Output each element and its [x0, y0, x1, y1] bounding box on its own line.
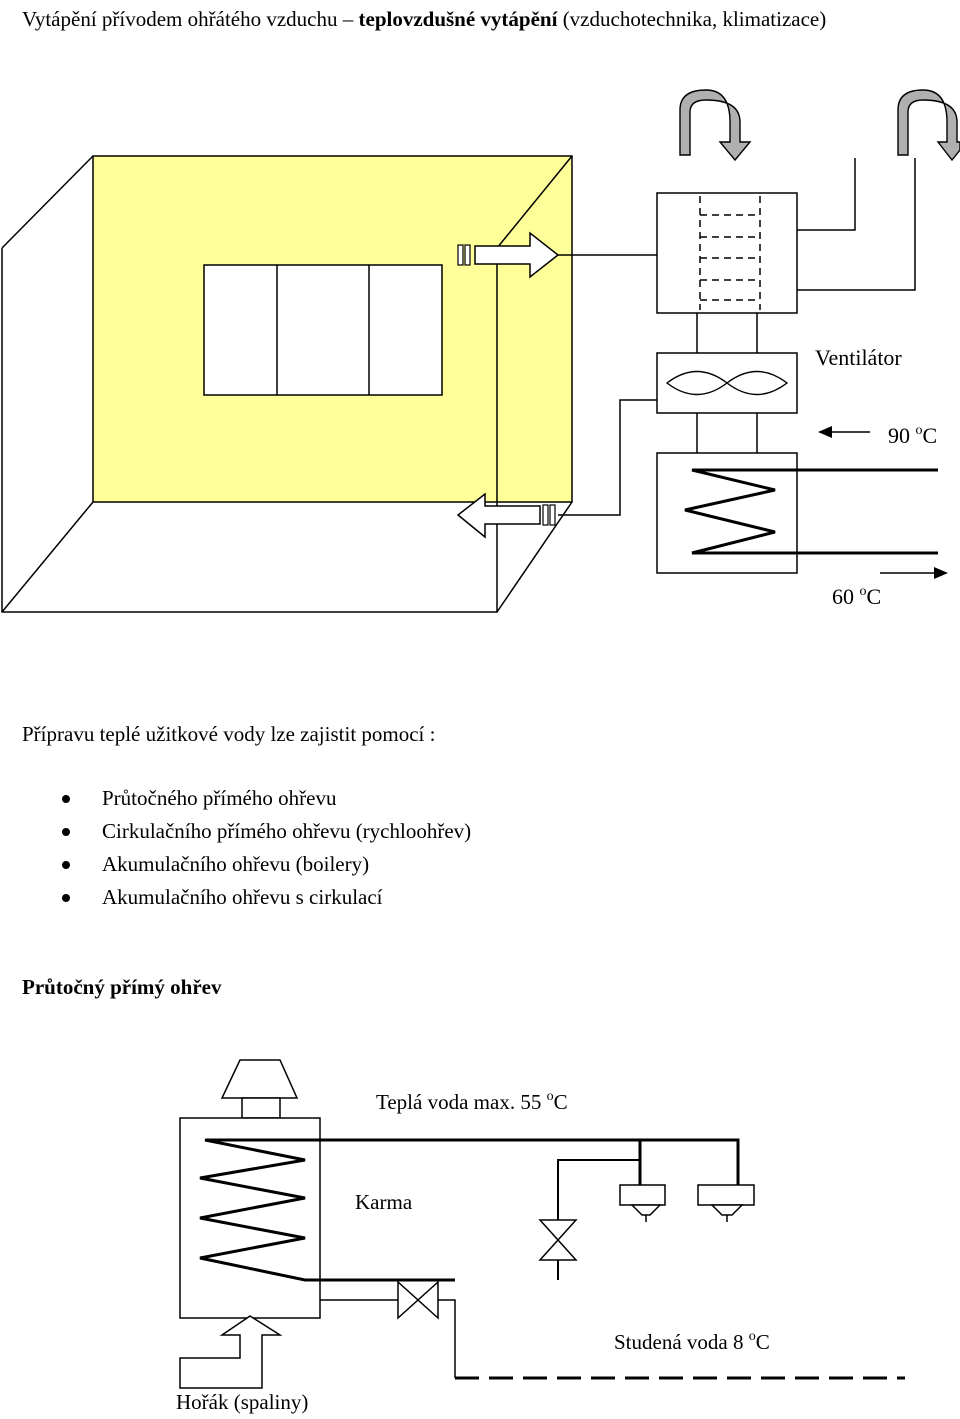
heating-coil: [684, 468, 938, 555]
list-item: Průtočného přímého ohřevu: [62, 782, 471, 815]
burner-arrow: [179, 1315, 283, 1389]
section-heading: Průtočný přímý ohřev: [22, 975, 222, 999]
hot-water-pipe: [305, 1138, 740, 1185]
karma-coil: [199, 1138, 738, 1282]
title-bold: teplovzdušné vytápění: [358, 7, 558, 31]
valve-vertical: [538, 1219, 578, 1242]
room-edge-bottom-left: [1, 501, 94, 613]
supply-grille-2: [464, 244, 471, 266]
intro-text: Přípravu teplé užitkové vody lze zajisti…: [22, 722, 436, 746]
return-grille-2: [549, 504, 556, 526]
branch-pipe: [557, 1159, 640, 1280]
window: [203, 264, 443, 396]
tap-icon: [619, 1184, 666, 1222]
exhaust-air-duct: [797, 158, 916, 291]
supply-grille-1: [457, 244, 464, 266]
tap-icon: [697, 1184, 755, 1222]
burner-label: Hořák (spaliny): [176, 1390, 309, 1414]
title-part1: Vytápění přívodem ohřátého vzduchu –: [22, 7, 359, 31]
ventilator-label: Ventilátor: [815, 345, 902, 370]
heating-methods-list: Průtočného přímého ohřevu Cirkulačního p…: [62, 782, 471, 914]
room-edge-top-right: [496, 155, 573, 249]
rotation-arrow-icon: [679, 89, 752, 162]
hot-water-label: Teplá voda max. 55 oC: [376, 1089, 568, 1114]
fresh-air-duct: [797, 158, 856, 231]
list-item: Cirkulačního přímého ohřevu (rychloohřev…: [62, 815, 471, 848]
cold-water-label: Studená voda 8 oC: [614, 1329, 770, 1354]
title-part2: (vzduchotechnika, klimatizace): [557, 7, 827, 31]
room-edge-top-left: [1, 155, 94, 249]
return-duct: [558, 399, 660, 516]
room-edge-bottom-right: [496, 501, 573, 613]
karma-label: Karma: [355, 1190, 413, 1214]
filter-unit: [656, 192, 798, 314]
rotation-arrow-icon: [897, 89, 960, 162]
cold-temp-label: 60 oC: [832, 584, 882, 609]
hot-temp-label: 90 oC: [888, 423, 938, 448]
return-air-arrow: [456, 492, 541, 539]
list-item: Akumulačního ohřevu (boilery): [62, 848, 471, 881]
karma-body: [179, 1117, 321, 1319]
valve-horizontal: [397, 1280, 420, 1320]
flue-neck: [241, 1097, 281, 1119]
supply-air-arrow: [474, 231, 560, 279]
fan-icon: [665, 370, 789, 396]
list-item: Akumulačního ohřevu s cirkulací: [62, 881, 471, 914]
page-title: Vytápění přívodem ohřátého vzduchu – tep…: [22, 2, 952, 36]
flue-hood: [220, 1059, 299, 1099]
room-outline: [1, 248, 498, 613]
return-grille-1: [542, 504, 549, 526]
warm-air-heating-diagram: [1, 89, 960, 613]
